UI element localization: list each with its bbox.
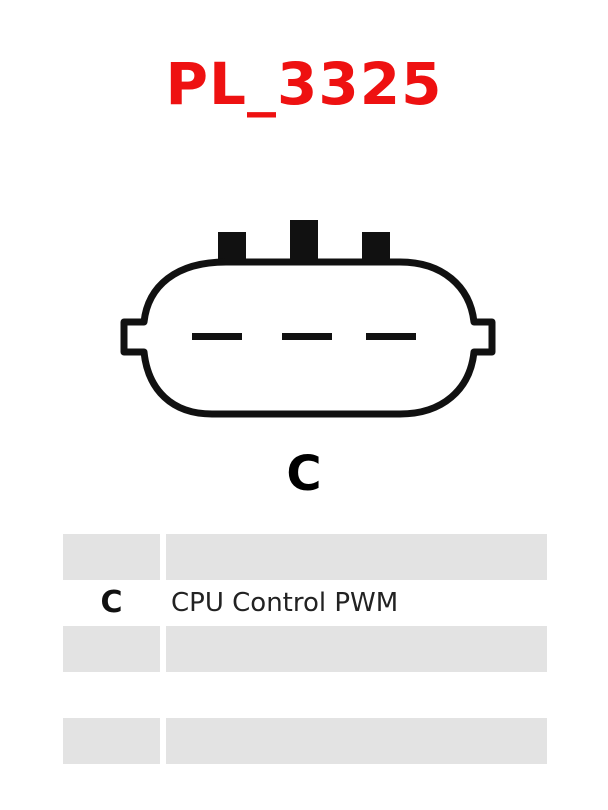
pin-description — [166, 718, 547, 764]
pin-row — [63, 718, 547, 764]
pin-row — [63, 672, 547, 718]
pin-dash-2 — [282, 333, 332, 340]
connector-tab-center — [290, 220, 318, 266]
pin-dash-1 — [192, 333, 242, 340]
pin-code — [63, 534, 160, 580]
connector-diagram — [120, 220, 496, 418]
part-number-title: PL_3325 — [165, 50, 443, 118]
pin-description — [166, 534, 547, 580]
pin-table: C CPU Control PWM — [63, 534, 547, 764]
pin-row — [63, 626, 547, 672]
pin-code: C — [100, 585, 123, 620]
pin-dash-3 — [366, 333, 416, 340]
pin-code — [63, 672, 160, 718]
pin-code — [63, 718, 160, 764]
pin-code — [63, 626, 160, 672]
connector-label: C — [286, 446, 322, 502]
pin-description — [166, 672, 547, 718]
pin-description: CPU Control PWM — [171, 588, 399, 618]
pin-row — [63, 534, 547, 580]
pin-description — [166, 626, 547, 672]
pin-row: C CPU Control PWM — [63, 580, 547, 626]
